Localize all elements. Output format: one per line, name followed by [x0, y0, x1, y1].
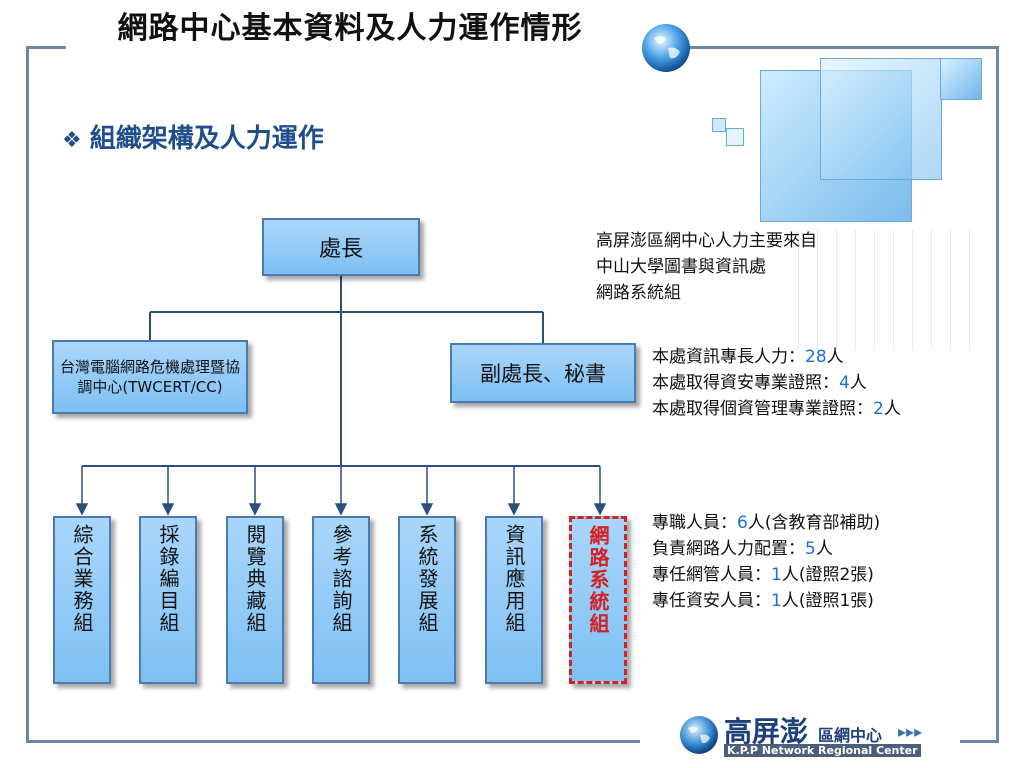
- chief-label: 處長: [318, 237, 363, 262]
- cube-medium-icon: [820, 58, 942, 180]
- cube-mini-icon: [712, 118, 726, 132]
- department-box: 採錄編目組: [139, 516, 197, 684]
- kpp-logo: 高屏澎 區網中心 ▸▸▸ K.P.P Network Regional Cent…: [672, 708, 962, 762]
- department-box: 資訊應用組: [485, 516, 543, 684]
- logo-english: K.P.P Network Regional Center: [724, 744, 921, 757]
- frame-top-left: [26, 46, 66, 49]
- frame-bottom-right: [960, 740, 999, 743]
- department-label: 閱覽典藏組: [243, 524, 267, 634]
- department-box: 閱覽典藏組: [226, 516, 284, 684]
- stat-label: 負責網路人力配置：: [652, 539, 805, 559]
- network-staff-stats: 專職人員：6人(含教育部補助) 負責網路人力配置：5人 專任網管人員：1人(證照…: [652, 510, 880, 614]
- frame-bottom-left: [26, 740, 640, 743]
- stat-label: 專職人員：: [652, 513, 737, 533]
- source-note: 高屏澎區網中心人力主要來自 中山大學圖書與資訊處 網路系統組: [596, 228, 817, 306]
- chief-box: 處長: [262, 218, 420, 276]
- department-label: 參考諮詢組: [329, 524, 353, 634]
- stat-unit: 人: [815, 539, 833, 559]
- stat-label: 專任網管人員：: [652, 565, 771, 585]
- stat-label: 本處取得資安專業證照：: [652, 373, 839, 393]
- page-title: 網路中心基本資料及人力運作情形: [117, 11, 583, 46]
- department-label: 系統發展組: [415, 524, 439, 634]
- diamond-bullet-icon: ❖: [62, 128, 82, 153]
- department-label: 綜合業務組: [70, 524, 94, 634]
- stat-value: 28: [805, 347, 827, 367]
- stat-value: 1: [771, 565, 782, 585]
- department-box: 綜合業務組: [53, 516, 111, 684]
- deputy-box: 副處長、秘書: [450, 343, 636, 403]
- stat-value: 4: [839, 373, 850, 393]
- staff-stats: 本處資訊專長人力：28人 本處取得資安專業證照：4人 本處取得個資管理專業證照：…: [652, 344, 901, 422]
- frame-left: [26, 46, 29, 742]
- source-line: 網路系統組: [596, 283, 681, 303]
- logo-sub: 區網中心: [818, 726, 883, 745]
- department-label: 採錄編目組: [156, 524, 180, 634]
- stat-unit: 人(含教育部補助): [747, 513, 881, 533]
- stat-line: 專任資安人員：1人(證照1張): [652, 588, 880, 614]
- department-label-highlighted: 網路系統組: [586, 525, 610, 635]
- source-line: 中山大學圖書與資訊處: [596, 257, 766, 277]
- stat-line: 負責網路人力配置：5人: [652, 536, 880, 562]
- section-heading-text: 組織架構及人力運作: [89, 124, 324, 154]
- stat-line: 專職人員：6人(含教育部補助): [652, 510, 880, 536]
- globe-icon: [642, 24, 690, 72]
- department-box: 系統發展組: [398, 516, 456, 684]
- logo-main: 高屏澎: [724, 715, 809, 748]
- circuit-lines: [780, 230, 980, 350]
- stat-line: 專任網管人員：1人(證照2張): [652, 562, 880, 588]
- twcert-label: 台灣電腦網路危機處理暨協調中心(TWCERT/CC): [60, 358, 241, 396]
- stat-label: 專任資安人員：: [652, 591, 771, 611]
- stat-value: 6: [737, 513, 748, 533]
- department-label: 資訊應用組: [502, 524, 526, 634]
- cube-small-icon: [940, 58, 982, 100]
- stat-label: 本處資訊專長人力：: [652, 347, 805, 367]
- stat-value: 5: [805, 539, 816, 559]
- twcert-box: 台灣電腦網路危機處理暨協調中心(TWCERT/CC): [52, 340, 248, 414]
- stat-value: 1: [771, 591, 782, 611]
- logo-arrows-icon: ▸▸▸: [898, 722, 923, 741]
- cube-mini2-icon: [726, 128, 744, 146]
- frame-top-right: [690, 46, 998, 49]
- stat-unit: 人: [883, 399, 901, 419]
- logo-globe-icon: [680, 716, 718, 754]
- deputy-label: 副處長、秘書: [480, 362, 606, 386]
- stat-unit: 人(證照2張): [781, 565, 874, 585]
- stat-value: 2: [873, 399, 884, 419]
- section-heading: ❖ 組織架構及人力運作: [62, 118, 324, 155]
- stat-unit: 人: [826, 347, 844, 367]
- frame-right: [996, 46, 999, 742]
- stat-line: 本處資訊專長人力：28人: [652, 344, 901, 370]
- stat-line: 本處取得資安專業證照：4人: [652, 370, 901, 396]
- stat-line: 本處取得個資管理專業證照：2人: [652, 396, 901, 422]
- department-box-highlighted: 網路系統組: [569, 516, 627, 684]
- stat-unit: 人: [849, 373, 867, 393]
- source-line: 高屏澎區網中心人力主要來自: [596, 231, 817, 251]
- department-box: 參考諮詢組: [312, 516, 370, 684]
- stat-unit: 人(證照1張): [781, 591, 874, 611]
- stat-label: 本處取得個資管理專業證照：: [652, 399, 873, 419]
